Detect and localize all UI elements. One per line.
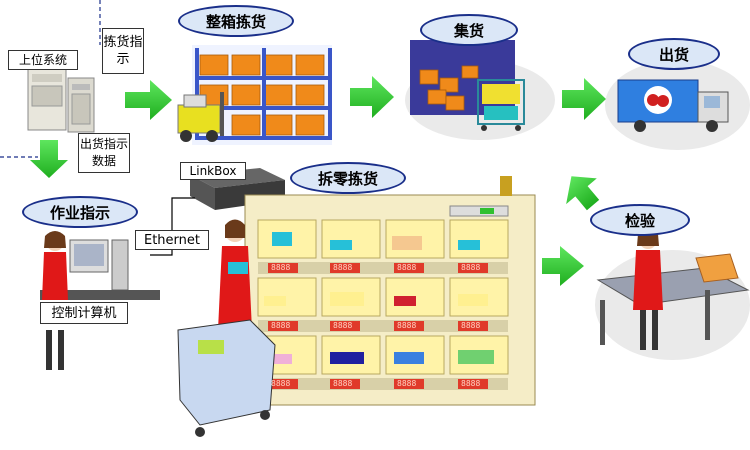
arrow-to-inspection bbox=[542, 246, 584, 286]
arrow-to-consolidation bbox=[350, 76, 394, 118]
server-icon bbox=[27, 67, 95, 133]
led-display-row-2: 8888 8888 8888 8888 bbox=[271, 321, 481, 330]
arrow-to-shipping bbox=[562, 78, 606, 120]
case-picking-rack bbox=[192, 45, 332, 145]
upper-system-label: 上位系统 bbox=[8, 50, 78, 70]
case-picking-pill: 整箱拣货 bbox=[178, 5, 294, 37]
ethernet-label: Ethernet bbox=[135, 230, 209, 250]
piece-picking-shelf bbox=[244, 176, 536, 406]
arrow-to-case-picking bbox=[125, 80, 172, 120]
inspection-table-scene bbox=[596, 229, 750, 350]
operator-pc-scene bbox=[40, 231, 160, 370]
picking-cart-icon bbox=[177, 319, 276, 437]
work-instruction-pill: 作业指示 bbox=[22, 196, 138, 228]
led-display-row-1: 8888 8888 8888 8888 bbox=[271, 263, 481, 272]
shipping-pill: 出货 bbox=[628, 38, 720, 70]
shipping-data-callout: 出货指示数据 bbox=[78, 133, 130, 173]
forklift-icon bbox=[177, 92, 224, 142]
led-display-row-3: 8888 8888 8888 8888 bbox=[271, 379, 481, 388]
picking-instruction-callout: 拣货指示 bbox=[102, 28, 144, 74]
consolidation-scene bbox=[410, 40, 525, 131]
truck-icon bbox=[617, 79, 729, 132]
piece-picking-pill: 拆零拣货 bbox=[290, 162, 406, 194]
consolidation-pill: 集货 bbox=[420, 14, 518, 46]
arrow-down-to-work-instruction bbox=[30, 140, 68, 178]
control-pc-label: 控制计算机 bbox=[40, 302, 128, 324]
arrow-up-to-consolidation bbox=[566, 176, 600, 211]
linkbox-label: LinkBox bbox=[180, 162, 246, 180]
inspection-pill: 检验 bbox=[590, 204, 690, 236]
ethernet-cable bbox=[150, 197, 195, 256]
